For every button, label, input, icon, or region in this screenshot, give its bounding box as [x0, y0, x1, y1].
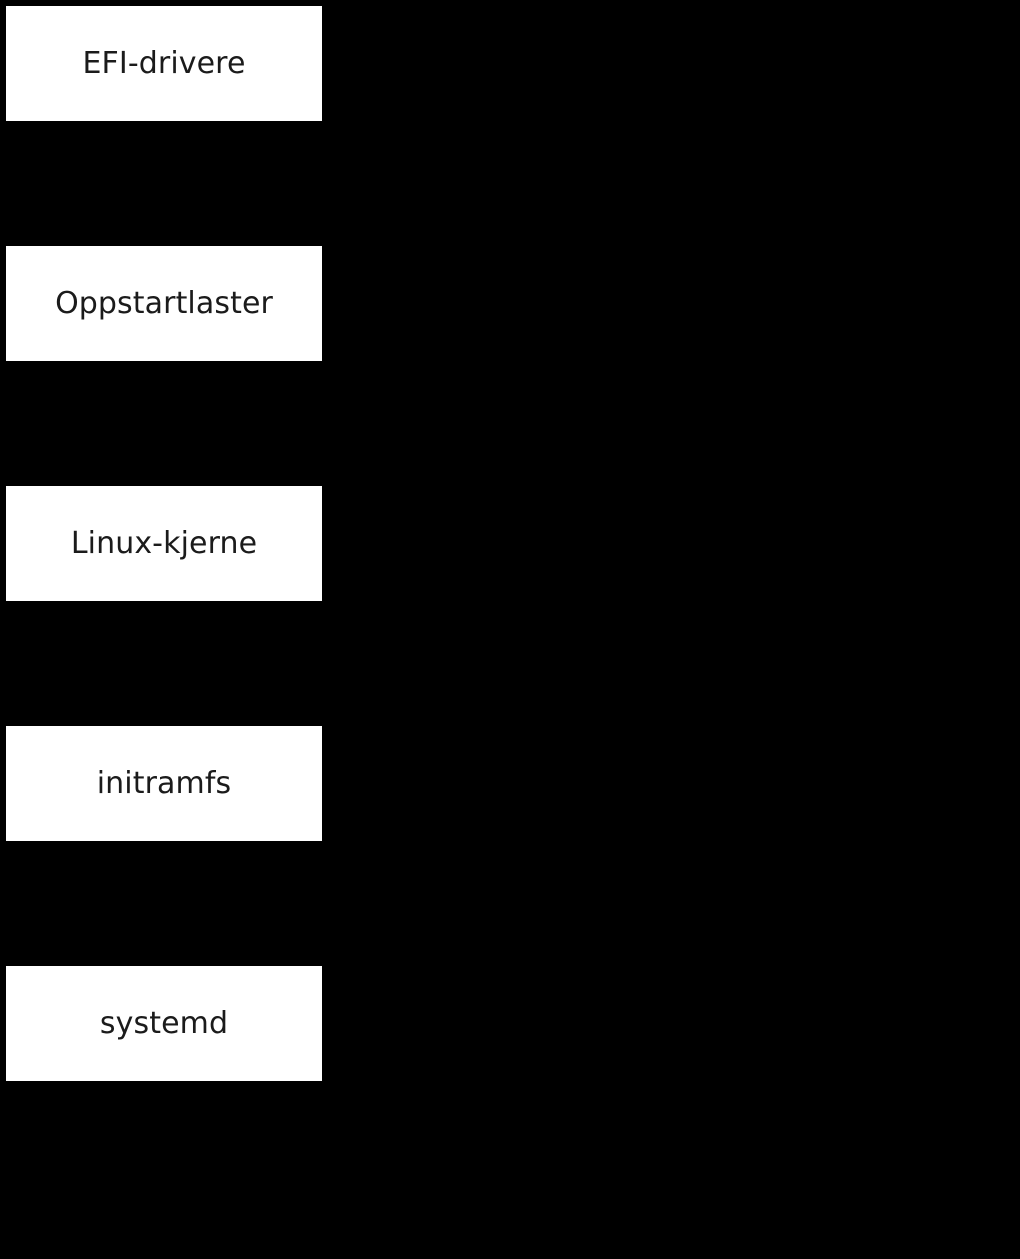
stage-box-oppstartlaster[interactable]: Oppstartlaster [6, 246, 322, 361]
stage-label: initramfs [96, 765, 232, 801]
stage-label: EFI-drivere [82, 45, 246, 81]
stage-box-initramfs[interactable]: initramfs [6, 726, 322, 841]
stage-box-efi-drivere[interactable]: EFI-drivere [6, 6, 322, 121]
stage-label: systemd [99, 1005, 229, 1041]
stage-box-linux-kjerne[interactable]: Linux-kjerne [6, 486, 322, 601]
stage-label: Oppstartlaster [55, 285, 273, 321]
stage-box-systemd[interactable]: systemd [6, 966, 322, 1081]
stage-label: Linux-kjerne [70, 525, 258, 561]
